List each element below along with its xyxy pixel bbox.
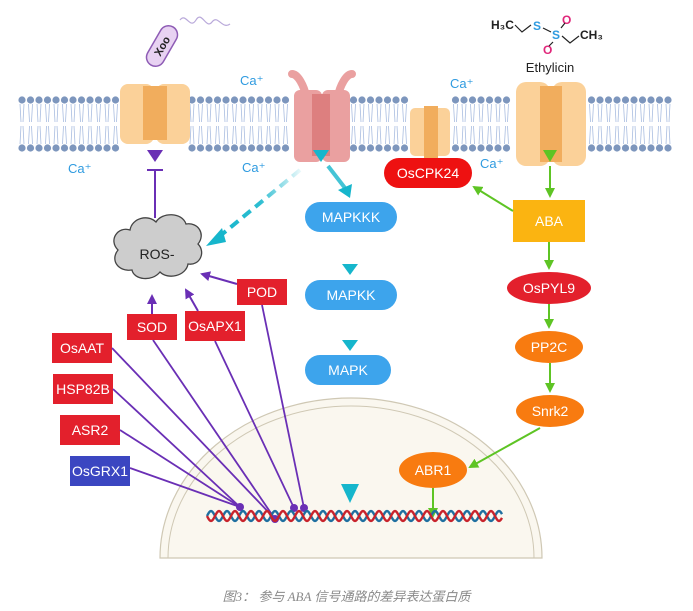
inhibition-line [147,169,163,218]
pp2c-label: PP2C [531,339,568,355]
receptor-mapk [288,70,356,162]
sod-node[interactable]: SOD [127,314,177,340]
ethylicin-structure: H₃C S S O O CH₃ Ethylicin [491,13,603,75]
osgrx1-label: OsGRX1 [72,463,128,479]
osaat-node[interactable]: OsAAT [52,333,112,363]
mapkk-label: MAPKK [326,287,376,303]
mapkkk-node[interactable]: MAPKKK [305,202,397,232]
ros-cloud: ROS- [113,214,203,280]
chem-o-top: O [562,13,571,27]
xoo-bacterium: Xoo [145,24,179,68]
mapk-label: MAPK [328,362,368,378]
osapx1-node[interactable]: OsAPX1 [185,311,245,341]
aba-node[interactable]: ABA [513,200,585,242]
ospyl9-node[interactable]: OsPYL9 [507,272,591,304]
purple-lines-to-dna [111,304,308,523]
pod-node[interactable]: POD [237,279,287,305]
ca-ion-inside-2: Ca⁺ [242,160,265,175]
osaat-label: OsAAT [60,340,105,356]
sod-label: SOD [137,319,167,335]
figure-caption: 图3： 参与 ABA 信号通路的差异表达蛋白质 [222,589,471,604]
cell-membrane [18,96,672,152]
mapkkk-label: MAPKKK [322,209,381,225]
chem-o-bottom: O [543,43,552,57]
osapx1-label: OsAPX1 [188,318,242,334]
channel-cpk [410,106,450,158]
cyan-arrow-to-mapkkk [326,164,352,198]
asr2-label: ASR2 [72,422,109,438]
ca-ion-outside-2: Ca⁺ [450,76,473,91]
hsp82b-node[interactable]: HSP82B [53,374,113,404]
ethylicin-label: Ethylicin [526,60,574,75]
mapk-cascade-arrows [341,238,359,503]
ca-ion-outside-1: Ca⁺ [240,73,263,88]
osgrx1-node[interactable]: OsGRX1 [70,456,130,486]
aba-label: ABA [535,213,564,229]
chem-ch3: CH₃ [580,28,603,42]
mapkk-node[interactable]: MAPKK [305,280,397,310]
snrk2-node[interactable]: Snrk2 [516,395,584,427]
oscpk24-label: OsCPK24 [397,165,459,181]
ca-ion-inside-3: Ca⁺ [480,156,503,171]
flagellum [179,16,231,26]
channel-ethylicin [516,82,586,166]
asr2-node[interactable]: ASR2 [60,415,120,445]
pp2c-node[interactable]: PP2C [515,331,583,363]
purple-arrows-to-ros [147,271,238,314]
chem-s1: S [533,19,541,33]
dna-helix [205,509,504,523]
mapk-node[interactable]: MAPK [305,355,391,385]
ospyl9-label: OsPYL9 [523,280,575,296]
channel-left [120,84,190,162]
hsp82b-label: HSP82B [56,381,110,397]
abr1-node[interactable]: ABR1 [399,452,467,488]
ros-label: ROS- [140,246,175,262]
abr1-label: ABR1 [415,462,452,478]
chem-s2: S [552,28,560,42]
cyan-dashed-arrow [206,168,302,246]
oscpk24-node[interactable]: OsCPK24 [384,158,472,188]
pod-label: POD [247,284,277,300]
snrk2-label: Snrk2 [532,403,569,419]
chem-h3c: H₃C [491,18,514,32]
ca-ion-inside-1: Ca⁺ [68,161,91,176]
